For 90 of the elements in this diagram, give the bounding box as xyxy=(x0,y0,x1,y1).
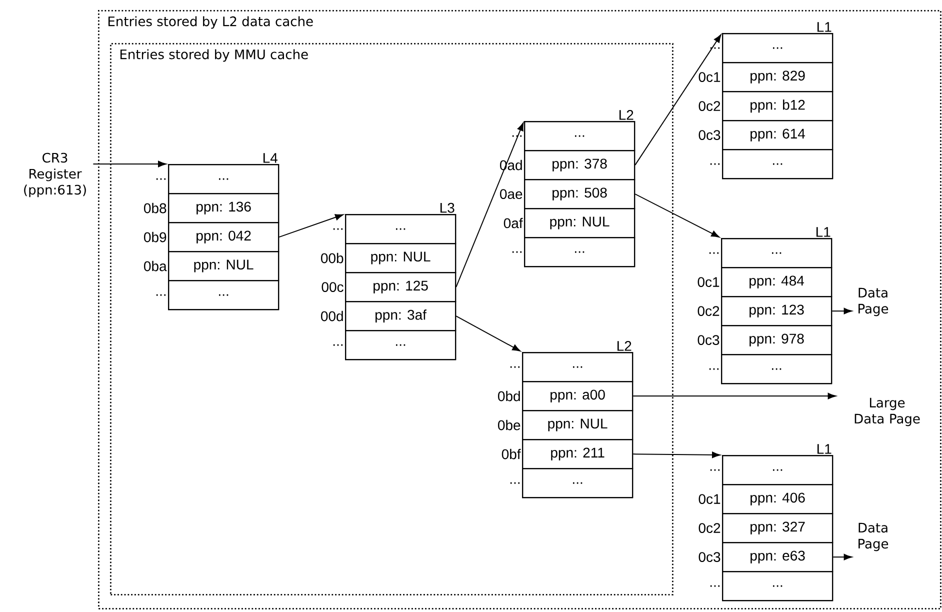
entry-index: ... xyxy=(710,47,720,49)
table-entry: ppn: NUL xyxy=(168,251,280,282)
table-entry: ppn: NUL xyxy=(524,208,636,238)
entry-index: ... xyxy=(333,228,343,230)
entry-index: ... xyxy=(512,135,522,137)
entry-index: ... xyxy=(710,585,720,587)
entry-index: 0b9 xyxy=(144,232,166,242)
table-entry: ppn: NUL xyxy=(345,243,456,274)
entry-index: ... xyxy=(510,366,520,368)
table-entry: ppn: b12 xyxy=(722,91,834,122)
arrow xyxy=(832,554,852,560)
table-entry: ppn: 125 xyxy=(345,272,456,302)
table-entry: ... xyxy=(721,238,832,268)
node-label: L1 xyxy=(817,22,832,32)
table-entry: ppn: 042 xyxy=(168,222,280,252)
arrow xyxy=(456,316,521,352)
table-entry: ... xyxy=(722,571,834,602)
table-entry: ... xyxy=(722,455,834,486)
table-entry: ppn: 327 xyxy=(722,513,834,544)
entry-index: 0c1 xyxy=(698,494,720,504)
entry-index: 0bd xyxy=(498,390,520,402)
table-entry: ppn: 123 xyxy=(721,296,832,326)
arrow xyxy=(634,34,722,166)
table-entry: ppn: e63 xyxy=(722,542,834,572)
entry-index: 00d xyxy=(321,310,343,322)
table-entry: ... xyxy=(524,237,636,268)
node-label: L2 xyxy=(619,110,634,120)
entry-index: ... xyxy=(709,368,719,370)
table-entry: ... xyxy=(722,33,834,64)
entry-index: 0c1 xyxy=(698,72,720,82)
text-label: Data Page xyxy=(858,522,888,552)
table-entry: ppn: 136 xyxy=(168,193,280,224)
entry-index: ... xyxy=(156,178,166,180)
node-label: L1 xyxy=(816,227,830,237)
entry-index: 0c2 xyxy=(698,523,720,533)
entry-index: 0c1 xyxy=(698,277,720,287)
entry-index: 0ae xyxy=(500,189,522,199)
arrow xyxy=(278,214,344,238)
entry-index: 0c2 xyxy=(698,306,720,316)
text-label: CR3 Register (ppn:613) xyxy=(24,152,86,198)
entry-index: 0c3 xyxy=(698,335,720,345)
entry-index: 0af xyxy=(504,218,523,228)
table-entry: ppn: 829 xyxy=(722,62,834,92)
table-entry: ppn: NUL xyxy=(522,410,634,440)
table-entry: ppn: 3af xyxy=(345,301,456,332)
entry-index: 0b8 xyxy=(144,202,166,214)
entry-index: 00c xyxy=(322,282,344,292)
node-label: L2 xyxy=(617,341,632,351)
table-entry: ... xyxy=(524,121,636,152)
entry-index: ... xyxy=(710,163,720,165)
node-label: L4 xyxy=(263,153,278,163)
table-entry: ... xyxy=(168,280,280,310)
table-entry: ppn: 406 xyxy=(722,484,834,514)
entry-index: ... xyxy=(333,344,343,346)
table-entry: ppn: 978 xyxy=(721,325,832,356)
node-label: L1 xyxy=(817,444,832,454)
entry-index: 0ba xyxy=(144,260,167,272)
table-entry: ... xyxy=(345,214,456,244)
entry-index: ... xyxy=(710,469,720,471)
arrow xyxy=(632,452,720,458)
table-entry: ... xyxy=(522,352,634,382)
node-label: L3 xyxy=(440,202,454,213)
table-entry: ... xyxy=(345,330,456,360)
entry-index: 0c2 xyxy=(698,101,720,111)
text-label: Large Data Page xyxy=(854,398,920,426)
arrow xyxy=(832,308,852,314)
entry-index: 0bf xyxy=(502,448,521,460)
entry-index: 0be xyxy=(498,420,520,430)
table-entry: ppn: 378 xyxy=(524,150,636,180)
entry-index: 00b xyxy=(321,252,344,264)
entry-index: ... xyxy=(510,482,520,484)
entry-index: 0c3 xyxy=(698,552,720,562)
entry-index: 0c3 xyxy=(698,130,720,140)
table-entry: ppn: a00 xyxy=(522,381,634,412)
table-entry: ... xyxy=(722,149,834,180)
table-entry: ... xyxy=(168,164,280,194)
entry-index: ... xyxy=(156,294,166,296)
table-entry: ... xyxy=(522,468,634,498)
arrow xyxy=(632,392,836,400)
table-entry: ppn: 614 xyxy=(722,120,834,150)
table-entry: ppn: 211 xyxy=(522,439,634,470)
table-entry: ppn: 508 xyxy=(524,179,636,210)
arrow xyxy=(634,194,720,238)
entry-index: ... xyxy=(512,251,522,253)
arrow xyxy=(456,122,524,288)
text-label: Data Page xyxy=(858,288,888,316)
table-entry: ... xyxy=(721,354,832,384)
entry-index: ... xyxy=(709,252,719,254)
arrow xyxy=(92,160,166,168)
table-entry: ppn: 484 xyxy=(721,267,832,298)
